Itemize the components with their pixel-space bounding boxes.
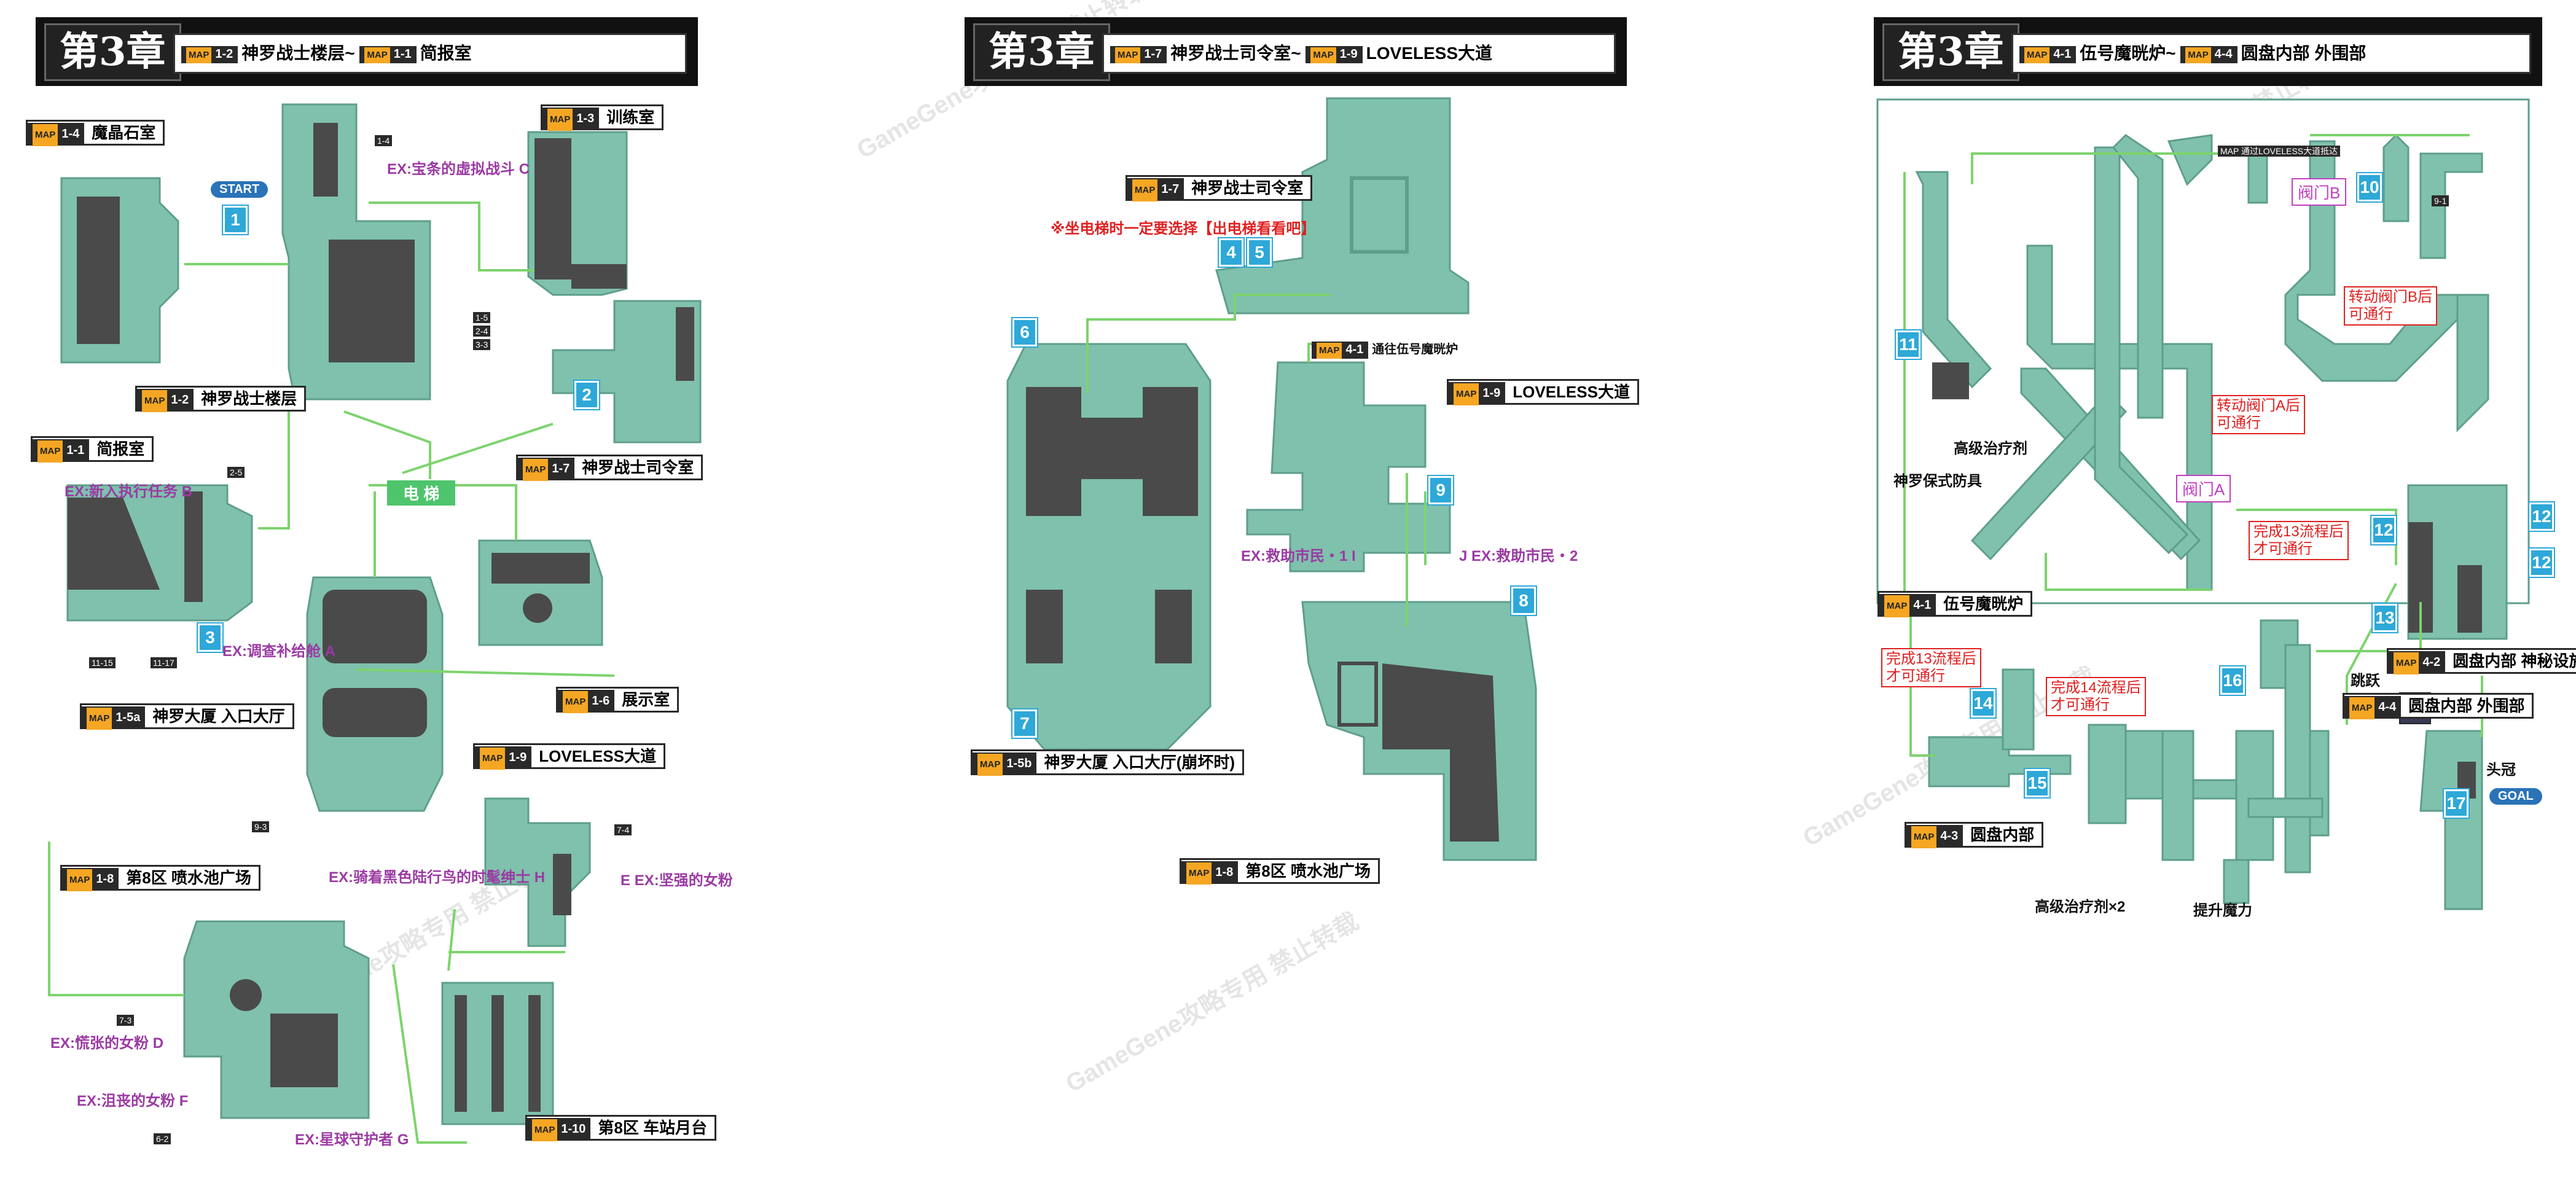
- link-tag: 6-2: [154, 1133, 171, 1144]
- link-tag: 3-3: [473, 339, 491, 350]
- route-note: 完成13流程后 才可通行: [2249, 521, 2349, 560]
- item-label: 高级治疗剂×2: [2035, 899, 2126, 915]
- panel3-map-graphics: [1876, 98, 2530, 910]
- item-label: 神罗保式防具: [1893, 473, 1982, 490]
- ex-quest-label: EX:调查补给舱 A: [222, 643, 336, 660]
- route-marker: 16: [2219, 665, 2246, 696]
- route-marker: 12: [2528, 547, 2555, 578]
- route-marker: 1: [222, 205, 249, 235]
- link-tag: 11-15: [89, 657, 115, 668]
- panel1-map-graphics: [48, 103, 702, 1144]
- item-label: 头冠: [2486, 762, 2516, 778]
- valve-b-label: 阀门B: [2292, 178, 2347, 206]
- route-marker: 4: [1218, 237, 1245, 268]
- route-marker: 2: [573, 380, 600, 410]
- link-tag: MAP 通过LOVELESS大道抵达: [2218, 146, 2341, 157]
- chapter-title: 第3章: [44, 23, 181, 81]
- link-tag: 2-4: [473, 326, 491, 337]
- ex-quest-label: EX:骑着黑色陆行鸟的时髦绅士 H: [329, 869, 546, 886]
- route-marker: 7: [1011, 708, 1038, 739]
- ex-quest-label: E EX:坚强的女粉: [621, 872, 733, 889]
- route-marker: 5: [1246, 237, 1273, 268]
- valve-a-label: 阀门A: [2176, 475, 2231, 502]
- ex-quest-label: EX:星球守护者 G: [295, 1131, 409, 1148]
- item-label: 跳跃: [2351, 673, 2380, 689]
- link-tag: 2-5: [227, 467, 245, 478]
- link-tag: 9-3: [252, 821, 270, 832]
- route-note: 转动阀门A后 可通行: [2212, 395, 2306, 434]
- link-tag: 7-3: [117, 1015, 135, 1026]
- route-marker: 9: [1427, 475, 1454, 506]
- route-marker: 14: [1970, 688, 1997, 719]
- item-label: 提升魔力: [2193, 902, 2252, 919]
- route-marker: 3: [197, 622, 224, 653]
- link-tag: 1-5: [473, 312, 491, 323]
- link-tag: 9-1: [2432, 195, 2449, 206]
- route-note: 完成14流程后 才可通行: [2046, 677, 2146, 716]
- ex-quest-label: EX:新入执行任务 B: [65, 483, 193, 500]
- route-marker: 17: [2443, 788, 2470, 819]
- ex-quest-label: EX:救助市民・1 I: [1241, 548, 1356, 565]
- ex-quest-label: EX:宝条的虚拟战斗 C: [387, 161, 530, 178]
- route-marker: 12: [2370, 515, 2397, 545]
- route-marker: 10: [2356, 172, 2383, 203]
- item-label: 高级治疗剂: [1954, 440, 2027, 457]
- route-marker: 15: [2024, 768, 2051, 799]
- route-marker: 13: [2371, 603, 2398, 633]
- chapter-title: 第3章: [1882, 23, 2019, 81]
- start-badge: START: [211, 181, 268, 198]
- chapter-title: 第3章: [973, 23, 1110, 81]
- route-note: 完成13流程后 才可通行: [1881, 648, 1981, 687]
- elevator-note: ※坐电梯时一定要选择【出电梯看看吧】: [1051, 221, 1316, 237]
- link-tag: 7-4: [614, 824, 632, 835]
- route-marker: 6: [1011, 317, 1038, 348]
- link-tag: 11-17: [151, 657, 177, 668]
- ex-quest-label: EX:沮丧的女粉 F: [77, 1093, 189, 1109]
- route-note: 转动阀门B后 可通行: [2344, 286, 2438, 326]
- panel2-map-graphics: [1006, 97, 1537, 861]
- route-marker: 8: [1510, 585, 1537, 616]
- route-marker: 11: [1895, 329, 1922, 360]
- ex-quest-label: EX:慌张的女粉 D: [50, 1035, 164, 1052]
- link-tag: 1-4: [375, 135, 393, 146]
- goal-badge: GOAL: [2489, 788, 2542, 805]
- elevator-label: 电 梯: [387, 480, 456, 506]
- ex-quest-label: J EX:救助市民・2: [1459, 548, 1578, 565]
- route-marker: 12: [2528, 501, 2555, 532]
